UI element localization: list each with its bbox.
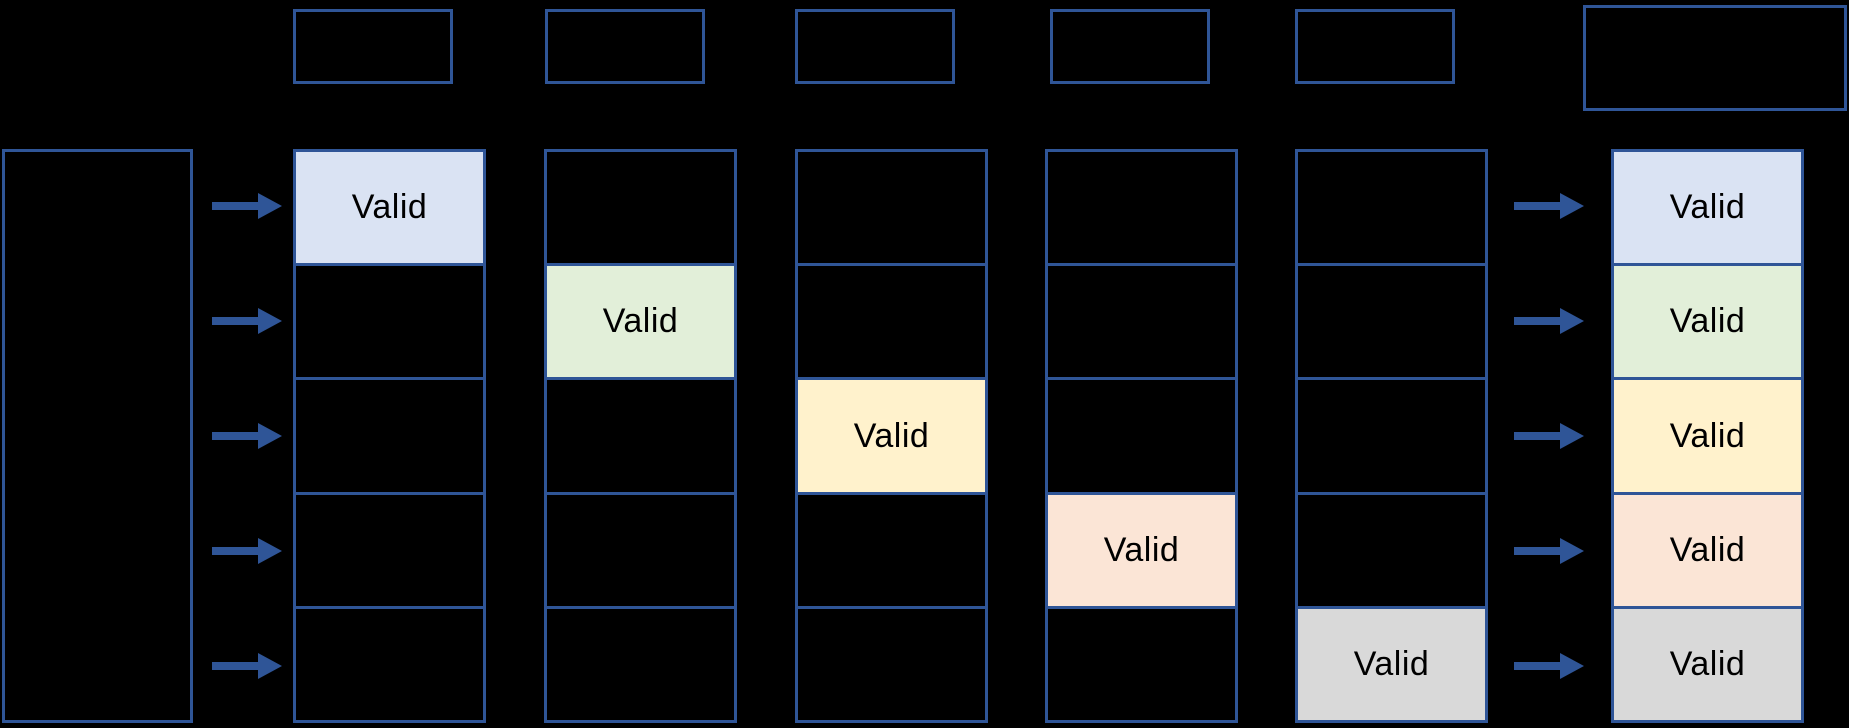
stage-header-box-2 (545, 9, 705, 84)
result-header-box (1583, 5, 1847, 111)
result-column: Valid Valid Valid Valid Valid (1611, 149, 1804, 724)
empty-cell (1295, 491, 1488, 609)
stage-header-box-4 (1050, 9, 1210, 84)
stage-header-box-3 (795, 9, 955, 84)
empty-cell (1045, 263, 1238, 381)
stage-column-1: Valid (293, 149, 486, 724)
right-arrow-icon (1514, 193, 1584, 219)
valid-cell: Valid (544, 263, 737, 381)
right-arrow-icon (1514, 308, 1584, 334)
right-arrow-icon (1514, 538, 1584, 564)
empty-cell (1045, 605, 1238, 724)
stage-header-box-1 (293, 9, 453, 84)
empty-cell (293, 263, 486, 381)
stage-header-box-5 (1295, 9, 1455, 84)
stage-column-4: Valid (1045, 149, 1238, 724)
empty-cell (1295, 377, 1488, 495)
empty-cell (293, 491, 486, 609)
empty-cell (544, 491, 737, 609)
valid-cell: Valid (1611, 605, 1804, 724)
right-arrow-icon (212, 423, 282, 449)
empty-cell (544, 149, 737, 267)
empty-cell (1045, 149, 1238, 267)
right-arrow-icon (1514, 653, 1584, 679)
valid-cell: Valid (1295, 605, 1488, 724)
empty-cell (293, 377, 486, 495)
empty-cell (795, 605, 988, 724)
stage-column-2: Valid (544, 149, 737, 724)
empty-cell (1295, 149, 1488, 267)
valid-cell: Valid (795, 377, 988, 495)
right-arrow-icon (212, 538, 282, 564)
empty-cell (293, 605, 486, 724)
valid-cell: Valid (1611, 149, 1804, 267)
stage-column-5: Valid (1295, 149, 1488, 724)
empty-cell (795, 149, 988, 267)
empty-cell (795, 491, 988, 609)
stage-column-3: Valid (795, 149, 988, 724)
empty-cell (1295, 263, 1488, 381)
empty-cell (795, 263, 988, 381)
valid-cell: Valid (1611, 377, 1804, 495)
empty-cell (544, 377, 737, 495)
right-arrow-icon (212, 193, 282, 219)
right-arrow-icon (1514, 423, 1584, 449)
right-arrow-icon (212, 308, 282, 334)
valid-cell: Valid (1611, 263, 1804, 381)
valid-cell: Valid (1611, 491, 1804, 609)
valid-cell: Valid (1045, 491, 1238, 609)
empty-cell (1045, 377, 1238, 495)
right-arrow-icon (212, 653, 282, 679)
source-box (2, 149, 193, 723)
valid-cell: Valid (293, 149, 486, 267)
empty-cell (544, 605, 737, 724)
